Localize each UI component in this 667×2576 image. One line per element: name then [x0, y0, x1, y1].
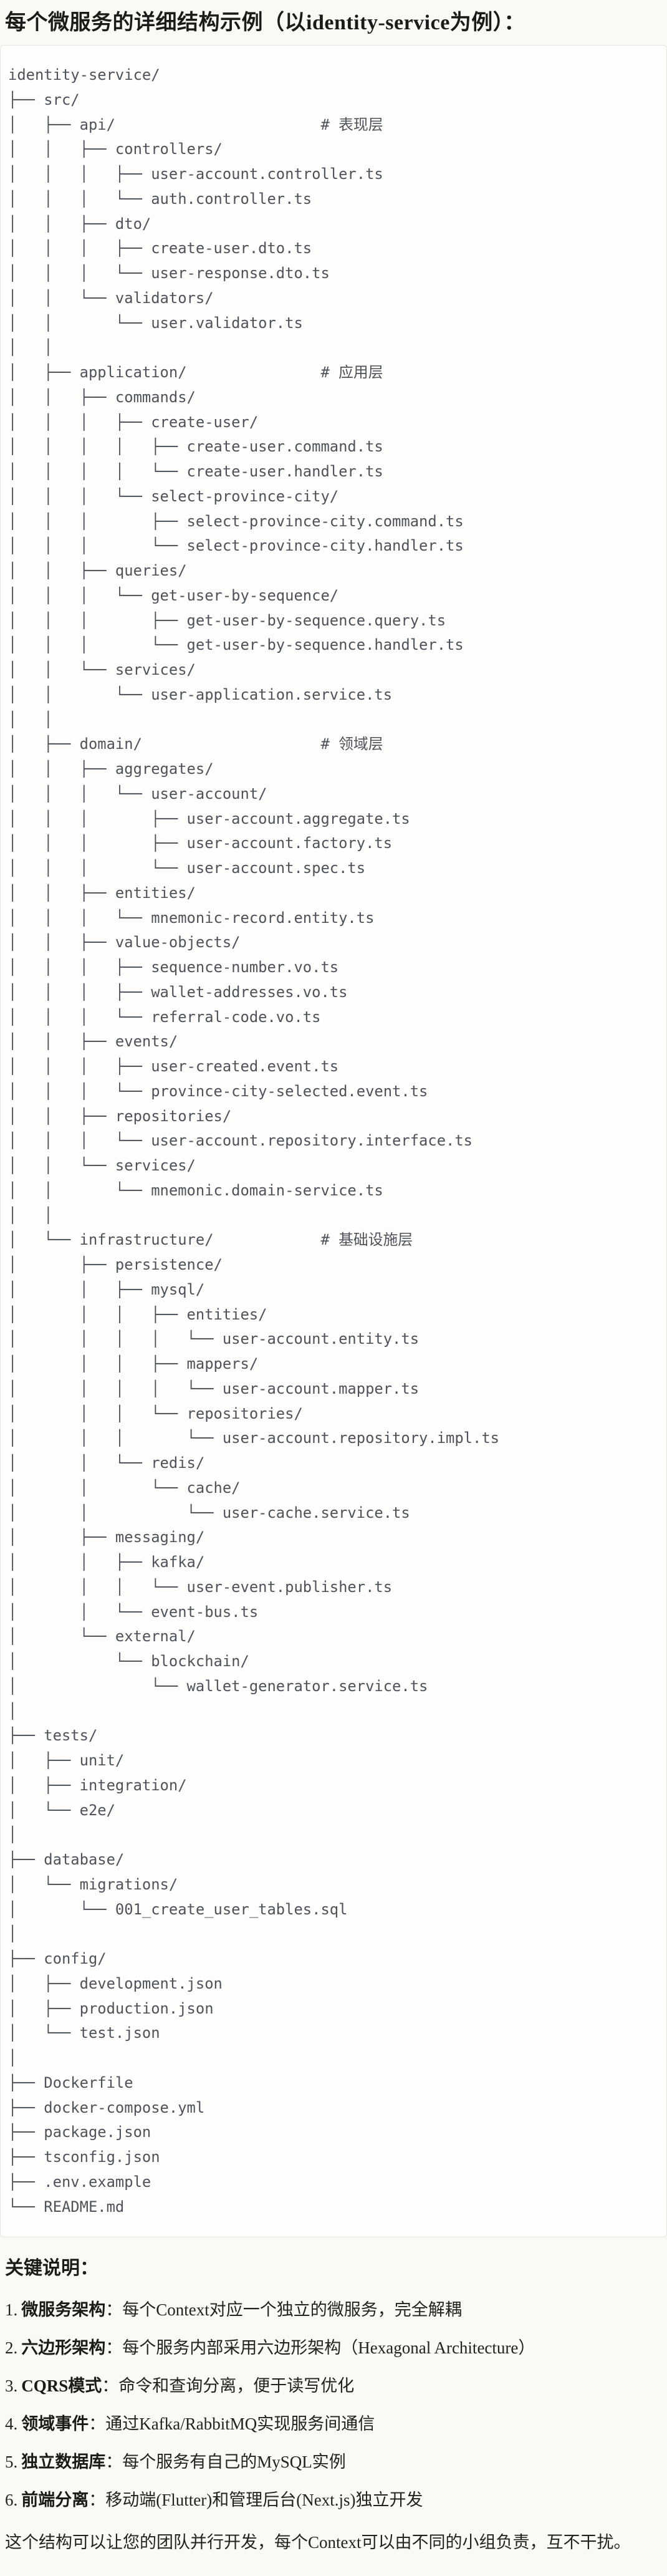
- file-tree-block: identity-service/ ├── src/ │ ├── api/ # …: [0, 45, 667, 2238]
- note-desc: ：每个Context对应一个独立的微服务，完全解耦: [105, 2300, 462, 2320]
- note-number: 3.: [5, 2376, 18, 2396]
- note-desc: ：移动端(Flutter)和管理后台(Next.js)独立开发: [89, 2491, 423, 2510]
- note-label: 领域事件: [21, 2414, 89, 2434]
- note-number: 5.: [5, 2453, 18, 2472]
- note-desc: ：每个服务有自己的MySQL实例: [105, 2453, 346, 2472]
- notes-heading: 关键说明：: [5, 2258, 98, 2279]
- note-label: 六边形架构: [21, 2338, 106, 2358]
- note-label: 独立数据库: [21, 2453, 106, 2472]
- note-item-2: 2.六边形架构：每个服务内部采用六边形架构（Hexagonal Architec…: [5, 2335, 662, 2360]
- note-label: CQRS模式: [21, 2376, 102, 2396]
- note-desc: ：通过Kafka/RabbitMQ实现服务间通信: [89, 2414, 375, 2434]
- note-label: 前端分离: [21, 2491, 89, 2510]
- note-number: 6.: [5, 2491, 18, 2510]
- note-item-5: 5.独立数据库：每个服务有自己的MySQL实例: [5, 2449, 662, 2474]
- note-number: 4.: [5, 2414, 18, 2434]
- note-label: 微服务架构: [21, 2300, 106, 2320]
- note-item-6: 6.前端分离：移动端(Flutter)和管理后台(Next.js)独立开发: [5, 2487, 662, 2512]
- note-number: 1.: [5, 2300, 18, 2320]
- note-item-4: 4.领域事件：通过Kafka/RabbitMQ实现服务间通信: [5, 2411, 662, 2436]
- closing-paragraph: 这个结构可以让您的团队并行开发，每个Context可以由不同的小组负责，互不干扰…: [5, 2533, 631, 2552]
- page-title: 每个微服务的详细结构示例（以identity-service为例）：: [5, 11, 525, 34]
- key-notes-section: 关键说明： 1.微服务架构：每个Context对应一个独立的微服务，完全解耦 2…: [0, 2255, 667, 2555]
- note-item-3: 3.CQRS模式：命令和查询分离，便于读写优化: [5, 2373, 662, 2398]
- note-number: 2.: [5, 2338, 18, 2358]
- note-desc: ：每个服务内部采用六边形架构（Hexagonal Architecture）: [105, 2338, 535, 2358]
- note-desc: ：命令和查询分离，便于读写优化: [102, 2376, 355, 2396]
- note-item-1: 1.微服务架构：每个Context对应一个独立的微服务，完全解耦: [5, 2297, 662, 2322]
- file-tree: identity-service/ ├── src/ │ ├── api/ # …: [8, 66, 499, 2216]
- document-page: 每个微服务的详细结构示例（以identity-service为例）： ident…: [0, 9, 667, 2576]
